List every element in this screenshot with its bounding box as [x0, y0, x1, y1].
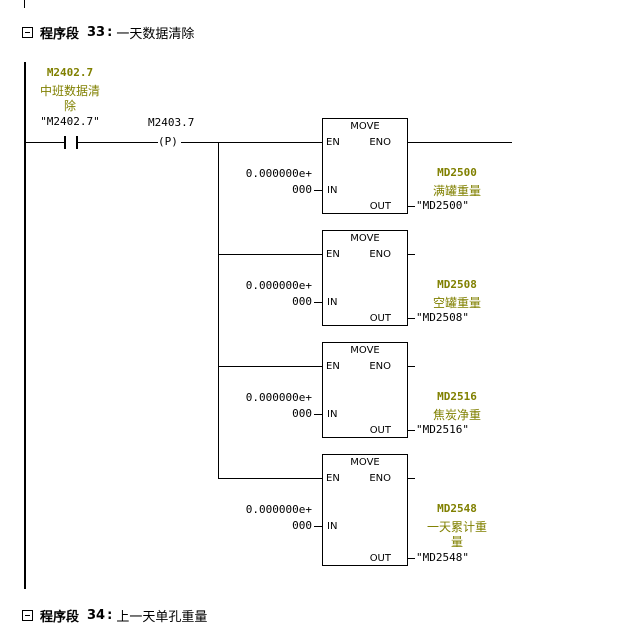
out-wire	[407, 558, 415, 559]
move-block[interactable]: MOVE EN ENO IN OUT	[322, 454, 408, 566]
in-pin: IN	[327, 185, 338, 196]
en-pin: EN	[326, 137, 340, 148]
segment-label: 程序段	[40, 26, 80, 42]
eno-pin: ENO	[369, 137, 391, 148]
out-comment-line1: 满罐重量	[432, 184, 481, 198]
eno-pin: ENO	[369, 361, 391, 372]
branch-wire	[218, 366, 323, 367]
in-wire	[314, 190, 322, 191]
eno-wire	[407, 254, 415, 255]
collapse-toggle-icon[interactable]	[22, 609, 33, 621]
eno-pin: ENO	[369, 249, 391, 260]
rung-wire	[78, 142, 158, 143]
out-pin: OUT	[369, 201, 391, 212]
out-operand: "MD2508"	[416, 311, 469, 324]
in-value-line2: 000	[292, 519, 312, 532]
eno-pin: ENO	[369, 473, 391, 484]
segment-separator: :	[107, 24, 113, 40]
out-pin: OUT	[369, 553, 391, 564]
out-address: MD2508	[437, 278, 477, 291]
out-comment-line1: 一天累计重	[426, 520, 487, 534]
in-wire	[314, 526, 322, 527]
move-block[interactable]: MOVE EN ENO IN OUT	[322, 230, 408, 326]
out-operand: "MD2548"	[416, 551, 469, 564]
segment-34-header[interactable]: 程序段 34 : 上一天单孔重量	[22, 605, 207, 625]
collapse-toggle-icon[interactable]	[22, 26, 33, 38]
in-value-line2: 000	[292, 407, 312, 420]
out-address: MD2500	[437, 166, 477, 179]
out-pin: OUT	[369, 313, 391, 324]
branch-wire	[218, 478, 323, 479]
out-wire	[407, 318, 415, 319]
in-value-line1: 0.000000e+	[245, 279, 312, 292]
in-wire	[314, 414, 322, 415]
contact-comment-line1: 中班数据清	[39, 84, 100, 98]
segment-title: 上一天单孔重量	[116, 609, 208, 625]
branch-wire	[218, 254, 323, 255]
contact-left-bar[interactable]	[64, 136, 66, 149]
block-title: MOVE	[350, 233, 380, 244]
top-rail-fragment	[24, 0, 25, 8]
en-pin: EN	[326, 361, 340, 372]
segment-number: 34	[87, 607, 106, 623]
in-value-line1: 0.000000e+	[245, 391, 312, 404]
pcoil-operand: M2403.7	[148, 116, 195, 129]
move-block[interactable]: MOVE EN ENO IN OUT	[322, 118, 408, 214]
segment-separator: :	[107, 607, 113, 623]
out-wire	[407, 206, 415, 207]
out-address: MD2516	[437, 390, 477, 403]
eno-wire	[407, 142, 512, 143]
pcoil-symbol[interactable]: (P)	[158, 135, 178, 148]
in-pin: IN	[327, 297, 338, 308]
contact-operand: "M2402.7"	[40, 115, 100, 128]
block-title: MOVE	[350, 457, 380, 468]
rung-wire	[26, 142, 64, 143]
segment-label: 程序段	[40, 609, 80, 625]
segment-title: 一天数据清除	[116, 26, 195, 42]
in-value-line1: 0.000000e+	[245, 167, 312, 180]
in-wire	[314, 302, 322, 303]
out-operand: "MD2516"	[416, 423, 469, 436]
in-value-line2: 000	[292, 183, 312, 196]
in-pin: IN	[327, 409, 338, 420]
segment-33-header[interactable]: 程序段 33 : 一天数据清除	[22, 22, 194, 42]
out-comment-line2: 量	[450, 535, 463, 549]
out-address: MD2548	[437, 502, 477, 515]
eno-wire	[407, 366, 415, 367]
eno-wire	[407, 478, 415, 479]
in-value-line2: 000	[292, 295, 312, 308]
rung-wire	[181, 142, 323, 143]
en-pin: EN	[326, 249, 340, 260]
out-comment-line1: 焦炭净重	[432, 408, 481, 422]
en-pin: EN	[326, 473, 340, 484]
move-block[interactable]: MOVE EN ENO IN OUT	[322, 342, 408, 438]
contact-address: M2402.7	[46, 66, 94, 79]
in-pin: IN	[327, 521, 338, 532]
out-operand: "MD2500"	[416, 199, 469, 212]
contact-comment-line2: 除	[63, 99, 76, 113]
in-value-line1: 0.000000e+	[245, 503, 312, 516]
left-power-rail	[24, 62, 26, 589]
segment-number: 33	[87, 24, 106, 40]
out-pin: OUT	[369, 425, 391, 436]
branch-vertical-wire	[218, 142, 219, 478]
contact-right-bar[interactable]	[76, 136, 78, 149]
block-title: MOVE	[350, 121, 380, 132]
out-wire	[407, 430, 415, 431]
block-title: MOVE	[350, 345, 380, 356]
out-comment-line1: 空罐重量	[432, 296, 481, 310]
